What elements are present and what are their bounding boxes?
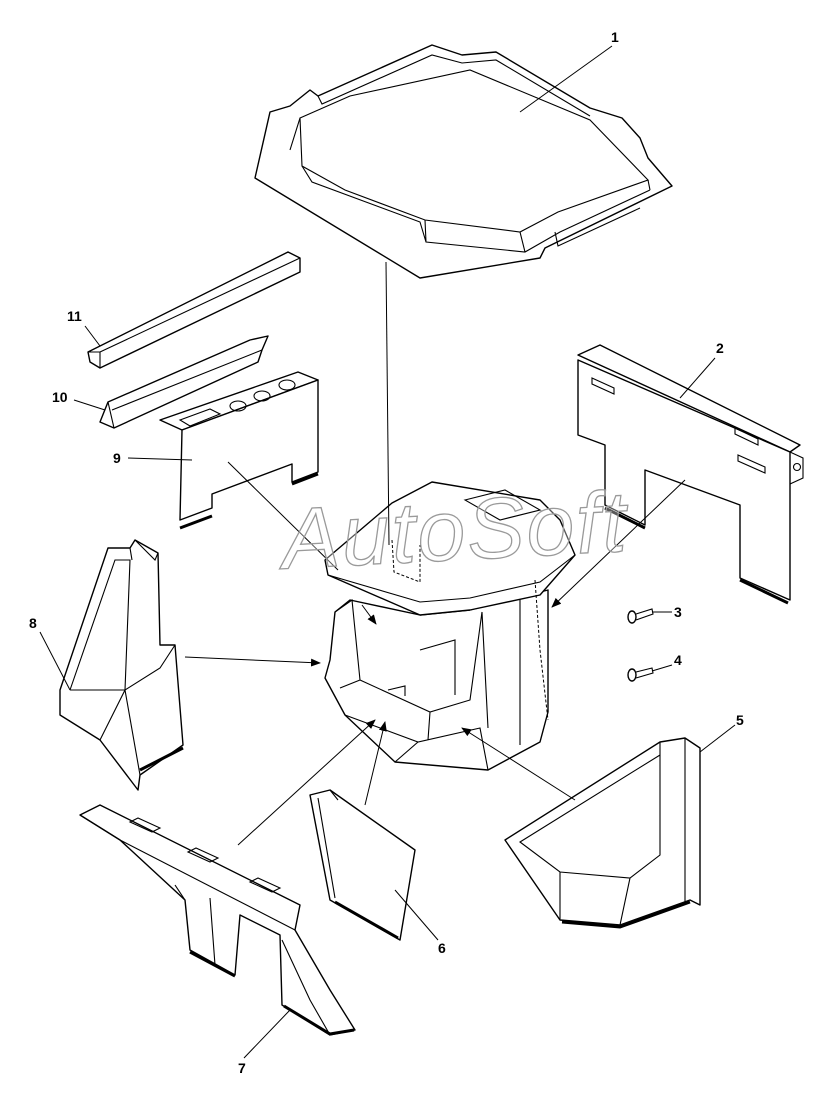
- bolt-shaft: [635, 608, 654, 621]
- leader-line-11: [84, 325, 101, 347]
- part-10-outline: [99, 335, 269, 429]
- part-4: [627, 667, 654, 682]
- part-1-bevel: [289, 117, 651, 253]
- part-9-opening-rect: [178, 408, 222, 427]
- part-2-front-face: [577, 359, 791, 601]
- callout-label-1: 1: [611, 29, 619, 45]
- part-1-outline: [254, 44, 673, 279]
- assembly-arrow-inner: [361, 604, 377, 625]
- part-11-outline: [87, 251, 301, 369]
- leader-line-10: [73, 399, 106, 411]
- part-2-top-strip: [577, 344, 801, 453]
- part-7-foot: [189, 950, 355, 1036]
- bolt-shaft: [635, 667, 654, 679]
- part-2-slot: [737, 454, 766, 474]
- assembly-arrow-part-8: [184, 656, 321, 667]
- leader-line-4: [651, 664, 673, 672]
- bolt-head: [627, 668, 637, 682]
- leader-line-6: [394, 889, 439, 941]
- part-2-slot: [591, 377, 615, 395]
- callout-label-7: 7: [238, 1060, 246, 1076]
- leader-line-9: [127, 457, 193, 461]
- leader-line-7: [243, 1009, 291, 1059]
- leader-line-2: [679, 357, 716, 399]
- part-8: [59, 539, 184, 791]
- part-5-outline: [504, 737, 701, 926]
- cab-frame-lines: [334, 598, 521, 771]
- part-9-front-face: [179, 379, 319, 521]
- assembly-arrow-part-6: [364, 721, 387, 806]
- callout-label-9: 9: [113, 450, 121, 466]
- callout-label-10: 10: [52, 389, 68, 405]
- part-5-foot: [561, 900, 691, 929]
- part-2-tab: [789, 451, 804, 485]
- assembly-arrow-part-2: [551, 479, 686, 608]
- part-5-inner-lines: [519, 738, 686, 926]
- part-2-tab-hole: [792, 462, 802, 472]
- part-8-foot: [139, 746, 184, 772]
- callout-label-3: 3: [674, 604, 682, 620]
- leader-line-5: [699, 724, 736, 753]
- bolt-head: [627, 610, 637, 624]
- callout-label-6: 6: [438, 940, 446, 956]
- part-7: [79, 804, 356, 1036]
- part-7-outline: [79, 804, 356, 1036]
- part-7-slot: [186, 847, 220, 863]
- callout-label-2: 2: [716, 340, 724, 356]
- cab-roof-edge: [327, 554, 576, 603]
- part-9-hole: [253, 390, 271, 402]
- part-1-edge-strip: [317, 54, 641, 247]
- assembly-lines: [184, 261, 686, 846]
- assembly-line-roof: [385, 261, 390, 546]
- callout-label-8: 8: [29, 615, 37, 631]
- part-11: [87, 251, 301, 369]
- part-1: [254, 44, 673, 279]
- part-7-slot: [248, 877, 282, 893]
- callout-label-11: 11: [67, 308, 82, 324]
- assembly-arrow-part-5: [461, 727, 576, 801]
- part-6: [309, 789, 416, 941]
- callout-label-5: 5: [736, 712, 744, 728]
- part-1-inner-rim: [299, 69, 649, 233]
- cab-roof-slot: [463, 489, 542, 521]
- part-11-edge: [88, 257, 301, 368]
- assembly-line-part-9: [227, 461, 339, 571]
- part-9-hole: [278, 379, 296, 391]
- assembly-arrow-part-7: [237, 719, 376, 846]
- part-9-bottom-strip: [179, 472, 319, 530]
- part-5: [504, 737, 701, 929]
- leader-line-8: [39, 631, 71, 691]
- watermark-text: AutoSoft: [275, 474, 632, 588]
- part-10: [99, 335, 269, 429]
- part-7-inner-lines: [79, 814, 331, 1036]
- part-3: [627, 608, 654, 624]
- leader-lines: [39, 45, 736, 1059]
- part-9: [159, 371, 319, 530]
- callout-labels: 1 2 3 4 5 6 7 8 9 10 11: [29, 29, 744, 1076]
- leader-line-1: [519, 45, 613, 113]
- callout-label-4: 4: [674, 652, 682, 668]
- part-10-edge: [107, 349, 263, 429]
- part-6-foot: [334, 900, 399, 940]
- cab-hidden-lines: [391, 539, 549, 721]
- part-8-inner-lines: [69, 539, 176, 776]
- part-9-hole: [229, 400, 247, 412]
- part-6-edge: [317, 789, 339, 899]
- part-7-slot: [128, 817, 162, 833]
- cab-body: [324, 589, 549, 771]
- part-2-slot: [734, 427, 759, 446]
